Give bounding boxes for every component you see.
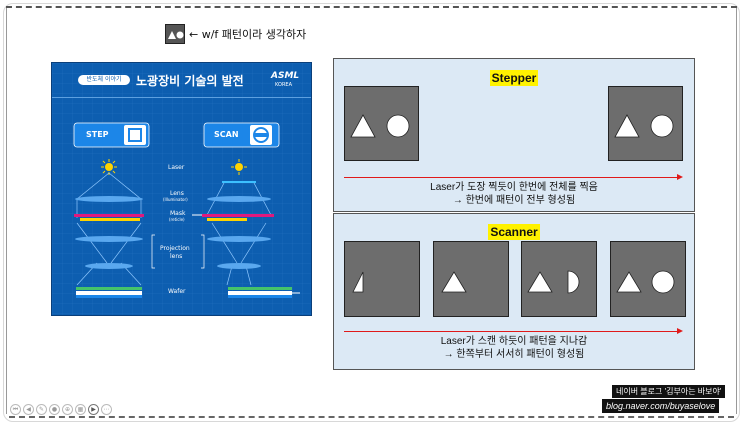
slide-toolbar: ⏮ ◀ ✎ ● ⊕ ▦ ▶ ⋯ xyxy=(10,404,112,415)
stepper-title: Stepper xyxy=(489,70,539,86)
stepper-arrow-head xyxy=(677,174,683,180)
pointer-icon[interactable]: ● xyxy=(49,404,60,415)
zoom-icon[interactable]: ⊕ xyxy=(62,404,73,415)
asml-logo-sub: KOREA xyxy=(275,82,292,88)
wafer-pattern-icon xyxy=(165,24,185,44)
scanner-arrow-head xyxy=(677,328,683,334)
scanner-panel: Scanner Laser가 스캔 하듯이 패턴을 지나감 → 한쪽부터 서서히… xyxy=(333,213,695,370)
laser-label: Laser xyxy=(168,164,185,171)
asml-logo: ASML xyxy=(271,71,300,81)
stepper-scan-arrow xyxy=(344,177,678,178)
slide-right-border xyxy=(736,8,737,414)
mask-sub-label: (reticle) xyxy=(169,217,185,222)
wafer-label: Wafer xyxy=(168,288,186,295)
lithography-illustration: 반도체 이야기 노광장비 기술의 발전 ASML KOREA STEP SCAN… xyxy=(51,62,312,316)
lens-sub-label: (Illuminator) xyxy=(163,197,188,202)
stepper-wafer-start xyxy=(344,86,419,161)
first-slide-icon[interactable]: ⏮ xyxy=(10,404,21,415)
scanner-wafer-step-3 xyxy=(521,241,597,317)
scanner-caption-1: Laser가 스캔 하듯이 패턴을 지나감 xyxy=(440,336,588,347)
scanner-caption-2: → 한쪽부터 서서히 패턴이 형성됨 xyxy=(443,349,585,360)
step-label: STEP xyxy=(86,130,109,139)
scanner-title: Scanner xyxy=(488,224,540,240)
slide-bottom-border xyxy=(9,416,734,418)
scanner-wafer-step-1 xyxy=(344,241,420,317)
watermark-blog-url: blog.naver.com/buyaselove xyxy=(602,399,720,413)
more-icon[interactable]: ⋯ xyxy=(101,404,112,415)
video-icon[interactable]: ▶ xyxy=(88,404,99,415)
grid-icon[interactable]: ▦ xyxy=(75,404,86,415)
scanner-scan-arrow xyxy=(344,331,678,332)
watermark-blog-name: 네이버 블로그 '김부아는 바보야' xyxy=(612,385,726,398)
projection-lens-label: lens xyxy=(170,253,183,260)
legend-text: ← w/f 패턴이라 생각하자 xyxy=(189,28,307,41)
pen-icon[interactable]: ✎ xyxy=(36,404,47,415)
scanner-wafer-step-2 xyxy=(433,241,509,317)
stepper-caption-2: → 한번에 패턴이 전부 형성됨 xyxy=(452,195,576,206)
slide-left-border xyxy=(6,8,7,414)
prev-slide-icon[interactable]: ◀ xyxy=(23,404,34,415)
scanner-wafer-step-4 xyxy=(610,241,686,317)
lens-label: Lens xyxy=(170,190,184,197)
series-badge: 반도체 이야기 xyxy=(86,76,122,83)
projection-label: Projection xyxy=(160,245,190,252)
scan-label: SCAN xyxy=(214,130,239,139)
slide-top-border xyxy=(6,6,737,8)
mask-label: Mask xyxy=(170,210,186,217)
stepper-panel: Stepper Laser가 도장 찍듯이 한번에 전체를 찍음 → 한번에 패… xyxy=(333,58,695,212)
stepper-wafer-end xyxy=(608,86,683,161)
stepper-caption-1: Laser가 도장 찍듯이 한번에 전체를 찍음 xyxy=(430,182,598,193)
illustration-title: 노광장비 기술의 발전 xyxy=(136,74,244,88)
legend: ← w/f 패턴이라 생각하자 xyxy=(165,24,306,44)
